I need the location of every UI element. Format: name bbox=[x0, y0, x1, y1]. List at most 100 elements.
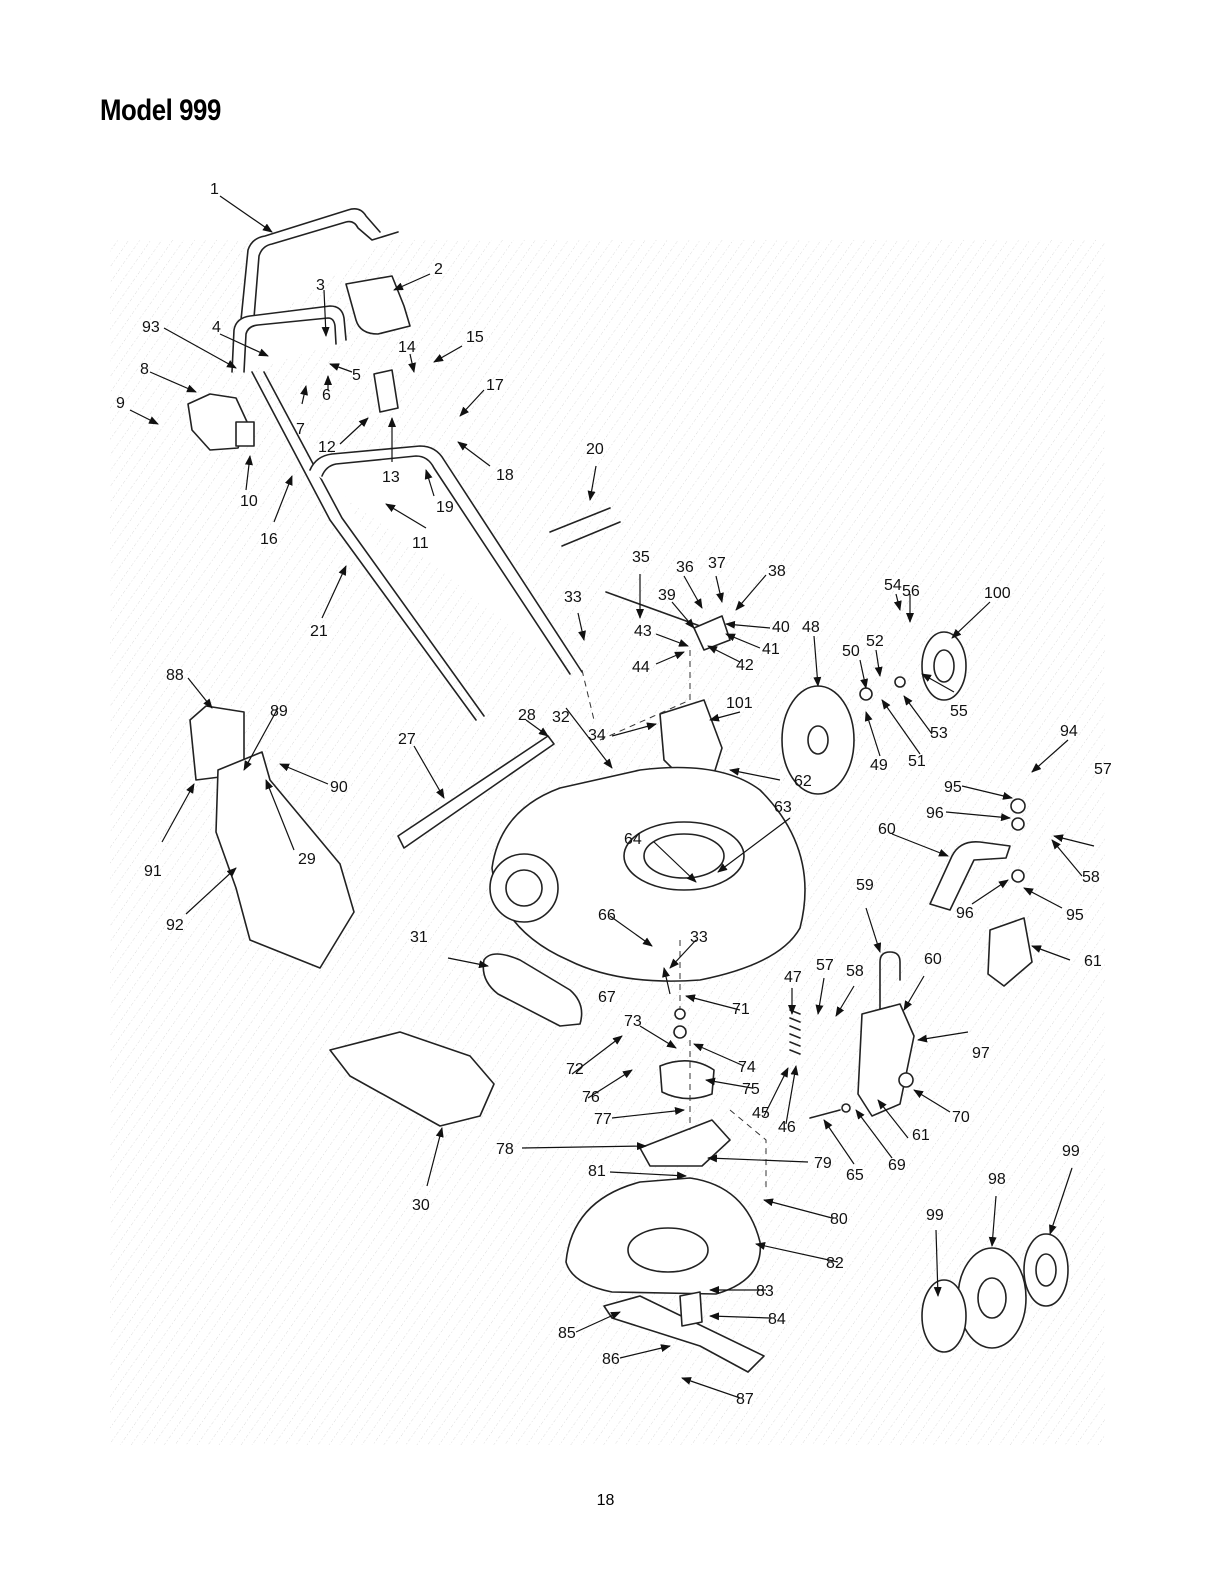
part-label: 92 bbox=[166, 917, 184, 934]
part-label: 94 bbox=[1060, 723, 1078, 740]
part-label: 89 bbox=[270, 703, 288, 720]
part-label: 3 bbox=[316, 277, 325, 294]
part-label: 97 bbox=[972, 1045, 990, 1062]
part-label: 33 bbox=[690, 929, 708, 946]
part-label: 28 bbox=[518, 707, 536, 724]
part-label: 58 bbox=[846, 963, 864, 980]
part-label: 67 bbox=[598, 989, 616, 1006]
part-label: 74 bbox=[738, 1059, 756, 1076]
part-label: 50 bbox=[842, 643, 860, 660]
part-label: 43 bbox=[634, 623, 652, 640]
handle-cover bbox=[345, 275, 411, 335]
part-label: 1 bbox=[210, 181, 219, 198]
part-label: 80 bbox=[830, 1211, 848, 1228]
part-label: 90 bbox=[330, 779, 348, 796]
part-label: 85 bbox=[558, 1325, 576, 1342]
part-label: 11 bbox=[412, 535, 429, 552]
rear-flap bbox=[482, 953, 583, 1027]
part-label: 95 bbox=[944, 779, 962, 796]
part-label: 48 bbox=[802, 619, 820, 636]
part-label: 20 bbox=[586, 441, 604, 458]
page-number: 18 bbox=[596, 1492, 615, 1509]
part-label: 35 bbox=[632, 549, 650, 566]
part-label: 82 bbox=[826, 1255, 844, 1272]
part-label: 29 bbox=[298, 851, 316, 868]
engine-ring bbox=[643, 833, 725, 879]
part-label: 61 bbox=[1084, 953, 1102, 970]
part-label: 96 bbox=[926, 805, 944, 822]
part-label: 60 bbox=[924, 951, 942, 968]
part-label: 72 bbox=[566, 1061, 584, 1078]
front-bracket bbox=[987, 917, 1033, 987]
part-label: 10 bbox=[240, 493, 258, 510]
part-label: 56 bbox=[902, 583, 920, 600]
part-label: 88 bbox=[166, 667, 184, 684]
front-wheel-hub bbox=[977, 1277, 1007, 1319]
page-title: Model 999 bbox=[100, 94, 221, 127]
grip bbox=[373, 369, 399, 413]
front-bracket-left bbox=[857, 1003, 915, 1117]
part-label: 96 bbox=[956, 905, 974, 922]
part-label: 70 bbox=[952, 1109, 970, 1126]
part-label: 51 bbox=[908, 753, 926, 770]
part-label: 53 bbox=[930, 725, 948, 742]
part-label: 31 bbox=[410, 929, 428, 946]
part-label: 37 bbox=[708, 555, 726, 572]
part-label: 55 bbox=[950, 703, 968, 720]
part-label: 33 bbox=[564, 589, 582, 606]
part-label: 9 bbox=[116, 395, 125, 412]
washer bbox=[859, 687, 873, 701]
part-label: 30 bbox=[412, 1197, 430, 1214]
part-label: 99 bbox=[1062, 1143, 1080, 1160]
nut bbox=[1011, 817, 1025, 831]
baffle-center bbox=[627, 1227, 709, 1273]
part-label: 57 bbox=[816, 957, 834, 974]
lower-handle bbox=[251, 371, 485, 721]
part-label: 49 bbox=[870, 757, 888, 774]
control-cable bbox=[605, 591, 701, 627]
part-label: 12 bbox=[318, 439, 336, 456]
bolt bbox=[809, 1109, 841, 1119]
part-label: 79 bbox=[814, 1155, 832, 1172]
part-label: 98 bbox=[988, 1171, 1006, 1188]
part-label: 59 bbox=[856, 877, 874, 894]
part-label: 91 bbox=[144, 863, 162, 880]
part-label: 65 bbox=[846, 1167, 864, 1184]
blade-hub bbox=[679, 1291, 703, 1327]
part-label: 18 bbox=[496, 467, 514, 484]
rear-wheel-hub bbox=[807, 725, 829, 755]
part-label: 54 bbox=[884, 577, 902, 594]
part-label: 40 bbox=[772, 619, 790, 636]
part-label: 17 bbox=[486, 377, 504, 394]
part-label: 27 bbox=[398, 731, 416, 748]
part-label: 44 bbox=[632, 659, 650, 676]
part-label: 34 bbox=[588, 727, 606, 744]
hubcap-inner bbox=[933, 649, 955, 683]
part-label: 45 bbox=[752, 1105, 770, 1122]
deck-rear-wheel-hub bbox=[505, 869, 543, 907]
part-label: 4 bbox=[212, 319, 221, 336]
part-label: 81 bbox=[588, 1163, 606, 1180]
part-label: 36 bbox=[676, 559, 694, 576]
part-label: 75 bbox=[742, 1081, 760, 1098]
part-label: 69 bbox=[888, 1157, 906, 1174]
part-label: 7 bbox=[296, 421, 305, 438]
part-label: 13 bbox=[382, 469, 400, 486]
part-label: 58 bbox=[1082, 869, 1100, 886]
part-label: 73 bbox=[624, 1013, 642, 1030]
part-label: 16 bbox=[260, 531, 278, 548]
part-label: 83 bbox=[756, 1283, 774, 1300]
part-label: 63 bbox=[774, 799, 792, 816]
switch-box bbox=[235, 421, 255, 447]
part-label: 6 bbox=[322, 387, 331, 404]
part-label: 87 bbox=[736, 1391, 754, 1408]
rod bbox=[549, 507, 621, 547]
part-label: 60 bbox=[878, 821, 896, 838]
part-label: 66 bbox=[598, 907, 616, 924]
part-label: 2 bbox=[434, 261, 443, 278]
part-label: 71 bbox=[732, 1001, 750, 1018]
lower-handle-right bbox=[309, 445, 583, 675]
blade-adapter bbox=[659, 1060, 715, 1100]
part-label: 39 bbox=[658, 587, 676, 604]
front-wheel-arm bbox=[929, 840, 1011, 911]
